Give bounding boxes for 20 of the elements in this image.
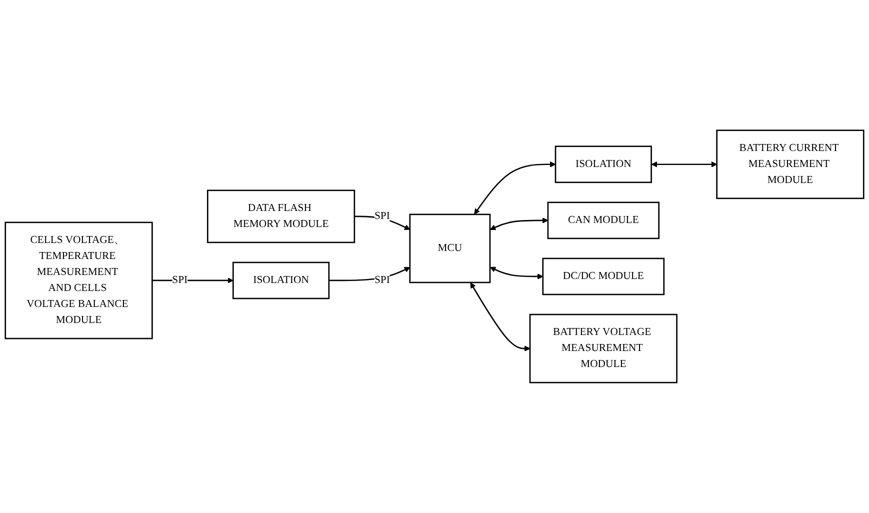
arrow (490, 218, 548, 230)
arrow (328, 267, 410, 282)
edge-label: SPI (172, 274, 188, 286)
edge-label: SPI (374, 210, 390, 222)
node-box: MCU (409, 214, 491, 284)
node-box: CAN MODULE (547, 202, 660, 240)
node-box: ISOLATION (232, 262, 330, 300)
node-box: DATA FLASH MEMORY MODULE (206, 190, 356, 244)
arrow (152, 278, 234, 284)
node-box: ISOLATION (554, 146, 652, 184)
node-box: BATTERY CURRENT MEASUREMENT MODULE (716, 130, 864, 200)
arrow (470, 282, 530, 352)
arrow (651, 161, 718, 168)
arrow (354, 216, 410, 230)
node-box: DC/DC MODULE (542, 258, 665, 296)
arrow (490, 266, 544, 280)
arrow (474, 161, 556, 214)
edge-label: SPI (374, 274, 390, 286)
node-box: BATTERY VOLTAGE MEASUREMENT MODULE (529, 314, 678, 384)
node-box: CELLS VOLTAGE、 TEMPERATURE MEASUREMENT AND CELLS VOLTAGE BALANCE MODULE (4, 222, 153, 340)
